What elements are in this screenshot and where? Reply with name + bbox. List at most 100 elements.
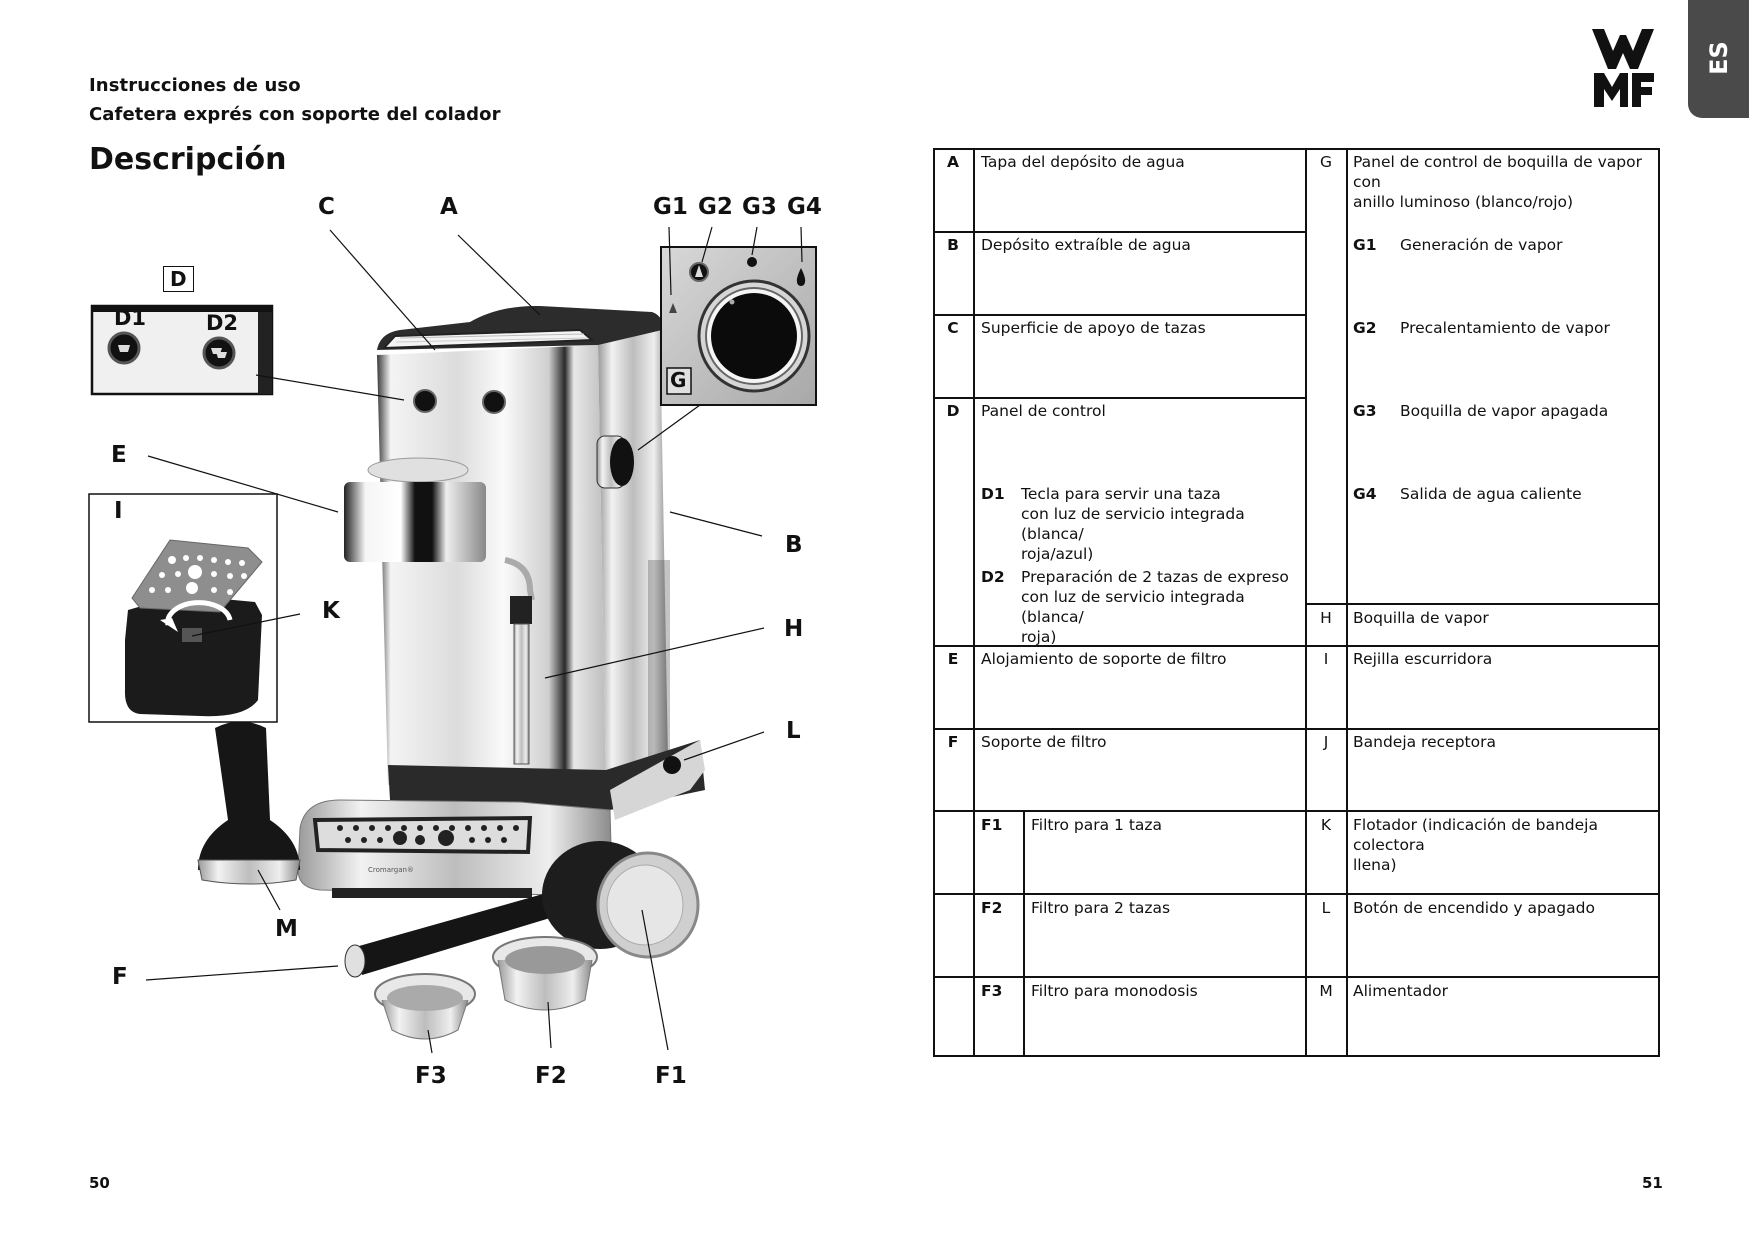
leader-lines <box>145 226 803 1054</box>
label-g3: G3 <box>742 194 777 220</box>
row-d2-line: roja) <box>1021 628 1057 646</box>
leader-g2 <box>701 226 713 263</box>
row-g-line: Panel de control de boquilla de vapor co… <box>1353 153 1642 191</box>
row-e-text: Alojamiento de soporte de filtro <box>981 650 1227 668</box>
row-g-key: G <box>1319 153 1332 171</box>
row-m-text: Alimentador <box>1353 982 1448 1000</box>
row-k-key: K <box>1320 816 1332 834</box>
row-d2-line: con luz de servicio integrada (blanca/ <box>1021 588 1245 626</box>
parts-table: A Tapa del depósito de agua B Depósito e… <box>933 148 1660 1057</box>
label-e: E <box>111 442 127 468</box>
label-d2: D2 <box>206 311 239 335</box>
product-diagram: Cromargan® <box>0 0 900 1150</box>
leader-l <box>683 731 765 761</box>
label-f: F <box>112 964 128 990</box>
label-m: M <box>275 916 298 942</box>
leader-g <box>637 404 701 451</box>
steam-icon <box>669 303 677 313</box>
wmf-logo <box>1590 27 1656 107</box>
power-button <box>663 756 681 774</box>
drip-grid <box>312 815 533 855</box>
label-g4: G4 <box>787 194 822 220</box>
leader-h <box>544 627 765 679</box>
row-e-key: E <box>947 650 959 668</box>
steam-wand-grip <box>510 596 532 624</box>
row-m-key: M <box>1319 982 1333 1000</box>
row-g-text: Panel de control de boquilla de vapor co… <box>1353 152 1657 212</box>
row-j-text: Bandeja receptora <box>1353 733 1496 751</box>
label-k: K <box>322 598 340 624</box>
row-l-text: Botón de encendido y apagado <box>1353 899 1595 917</box>
product-name: Cafetera exprés con soporte del colador <box>89 104 501 125</box>
row-k-line: Flotador (indicación de bandeja colector… <box>1353 816 1598 854</box>
row-i-key: I <box>1323 650 1329 668</box>
row-g4-text: Salida de agua caliente <box>1400 485 1582 503</box>
label-f2: F2 <box>535 1063 567 1089</box>
row-d1-line: roja/azul) <box>1021 545 1094 563</box>
row-b-text: Depósito extraíble de agua <box>981 236 1191 254</box>
leader-f <box>145 965 339 981</box>
label-g: G <box>670 368 687 392</box>
row-g1-text: Generación de vapor <box>1400 236 1563 254</box>
drip-grid-float-inset <box>88 493 278 723</box>
row-g4-key: G4 <box>1353 485 1377 503</box>
tamper-base <box>197 859 301 885</box>
tamper-handle <box>198 721 300 870</box>
label-i: I <box>114 498 123 524</box>
row-f3-key: F3 <box>981 982 1003 1000</box>
label-b: B <box>785 532 803 558</box>
row-f1-text: Filtro para 1 taza <box>1031 816 1163 834</box>
label-a: A <box>440 194 458 220</box>
leader-f2 <box>547 1001 552 1049</box>
control-panel-inset <box>90 304 274 396</box>
espresso-machine-illustration: Cromargan® <box>88 226 817 1054</box>
steam-control-panel-inset <box>660 246 817 406</box>
row-g3-key: G3 <box>1353 402 1377 420</box>
page-number-right: 51 <box>1642 1174 1663 1192</box>
row-f-text: Soporte de filtro <box>981 733 1107 751</box>
label-d1: D1 <box>114 306 147 330</box>
page-number-left: 50 <box>89 1174 110 1192</box>
language-tab[interactable]: ES <box>1688 0 1749 118</box>
row-g-line: anillo luminoso (blanco/rojo) <box>1353 193 1574 211</box>
steam-knob <box>610 438 634 486</box>
leader-g1 <box>668 226 672 296</box>
label-c: C <box>318 194 335 220</box>
row-a-text: Tapa del depósito de agua <box>981 153 1185 171</box>
row-c-text: Superficie de apoyo de tazas <box>981 319 1206 337</box>
label-h: H <box>784 616 804 642</box>
row-f2-text: Filtro para 2 tazas <box>1031 899 1171 917</box>
row-h-text: Boquilla de vapor <box>1353 609 1489 627</box>
row-f3-text: Filtro para monodosis <box>1031 982 1198 1000</box>
float-indicator <box>182 628 202 642</box>
water-drop-icon <box>796 268 806 286</box>
row-h-key: H <box>1320 609 1332 627</box>
row-d1-text: Tecla para servir una taza con luz de se… <box>1021 484 1303 564</box>
row-k-line: llena) <box>1353 856 1397 874</box>
label-f1: F1 <box>655 1063 687 1089</box>
portafilter-handle <box>352 892 560 975</box>
row-g3-text: Boquilla de vapor apagada <box>1400 402 1609 420</box>
page-title: Descripción <box>89 142 287 177</box>
leader-g3 <box>751 226 758 256</box>
row-k-text: Flotador (indicación de bandeja colector… <box>1353 815 1657 875</box>
cromargan-mark: Cromargan® <box>368 866 414 874</box>
row-c-key: C <box>947 319 959 337</box>
row-i-text: Rejilla escurridora <box>1353 650 1493 668</box>
row-d-key: D <box>946 402 960 420</box>
row-l-key: L <box>1321 899 1331 917</box>
row-f1-key: F1 <box>981 816 1003 834</box>
row-g2-text: Precalentamiento de vapor <box>1400 319 1610 337</box>
language-tab-label: ES <box>1704 41 1733 75</box>
leader-d <box>255 374 405 401</box>
leader-k <box>191 613 301 637</box>
two-cup-button <box>482 390 506 414</box>
row-d2-text: Preparación de 2 tazas de expreso con lu… <box>1021 567 1303 647</box>
leader-g4 <box>800 226 803 263</box>
leader-a <box>457 234 541 316</box>
row-d2-key: D2 <box>981 568 1005 586</box>
steam-dial <box>711 293 797 379</box>
label-g2: G2 <box>698 194 733 220</box>
manual-subtitle: Instrucciones de uso <box>89 75 301 96</box>
row-d1-line: con luz de servicio integrada (blanca/ <box>1021 505 1245 543</box>
